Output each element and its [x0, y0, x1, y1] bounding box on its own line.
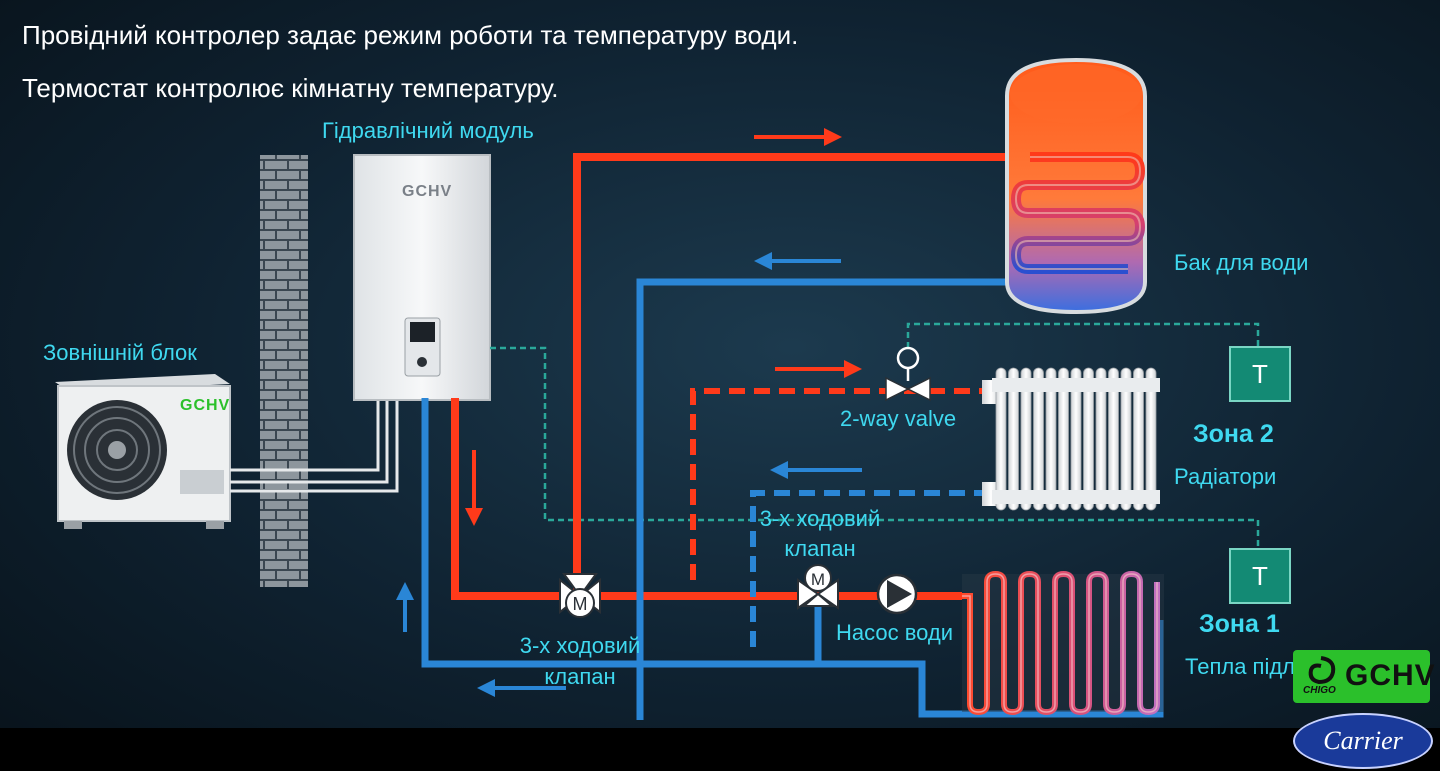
radiator-fin: [1008, 367, 1019, 511]
radiator-fin: [1045, 367, 1057, 511]
thermostat-zone-2: T: [1229, 346, 1291, 402]
three-way-valve-lower-icon: M: [559, 573, 601, 618]
refrigerant-lines: [230, 398, 399, 493]
arrow-left-icon: [754, 252, 841, 270]
flow-arrows: [396, 128, 862, 697]
arrow-down-icon: [465, 450, 483, 526]
radiator-fin: [1033, 367, 1044, 511]
two-way-valve-label: 2-way valve: [840, 406, 957, 431]
bottom-bar: [0, 728, 1440, 771]
radiator-fin: [1070, 367, 1082, 511]
hydraulic-module: [353, 154, 491, 401]
radiator-fin: [1083, 367, 1094, 511]
thermostat-zone-1: T: [1229, 548, 1291, 604]
gchv-logo-text: GCHV: [1345, 659, 1436, 692]
zone-1-title: Зона 1: [1199, 610, 1280, 638]
brick-wall: [260, 155, 308, 587]
three-way-valve-lower-label-line1: 3-х ходовий: [519, 633, 641, 658]
three-way-valve-upper-label-line2: клапан: [784, 536, 856, 561]
water-pump-icon: [876, 573, 918, 615]
heading-line-2: Термостат контролює кімнатну температуру…: [22, 73, 559, 103]
arrow-left-icon: [477, 679, 566, 697]
radiator-fin: [1108, 367, 1119, 511]
three-way-valve-upper-label-line1: 3-х ходовий: [759, 506, 881, 531]
arrow-right-icon: [754, 128, 842, 146]
radiator-fin: [1145, 367, 1157, 511]
arrow-up-icon: [396, 582, 414, 632]
outdoor-unit: [55, 374, 231, 529]
underfloor-coil: [962, 570, 1164, 716]
arrow-left-icon: [770, 461, 862, 479]
carrier-logo: Carrier: [1293, 713, 1433, 769]
svg-text:M: M: [573, 594, 588, 614]
radiator-fin: [995, 367, 1007, 511]
cold-dashed-pipe: [750, 490, 990, 648]
radiator-fin: [1058, 367, 1069, 511]
hydraulic-module-label: Гідравлічний модуль: [322, 118, 534, 143]
chigo-swirl-icon: [1308, 656, 1336, 685]
svg-text:M: M: [811, 570, 825, 589]
control-knob: [417, 357, 427, 367]
control-wiring: [490, 322, 1260, 548]
heading-line-1: Провідний контролер задає режим роботи т…: [22, 20, 799, 50]
water-tank-label: Бак для води: [1174, 250, 1309, 275]
radiator-fin: [1120, 367, 1132, 511]
three-way-valve-upper-icon: M: [797, 564, 839, 610]
arrow-right-icon: [775, 360, 862, 378]
radiator-fin: [1133, 367, 1144, 511]
zone-2-title: Зона 2: [1193, 420, 1274, 448]
outdoor-unit-brand-logo: GCHV: [180, 397, 231, 414]
water-pump-label: Насос води: [836, 620, 954, 645]
outdoor-unit-label: Зовнішній блок: [43, 340, 197, 365]
three-way-valve-lower-label-line2: клапан: [544, 664, 616, 689]
control-display: [410, 322, 435, 342]
radiator-fin: [1095, 367, 1107, 511]
chigo-logo-text: CHIGO: [1303, 685, 1336, 696]
two-way-valve-icon: [885, 346, 931, 402]
radiator: [982, 367, 1160, 511]
gchv-chigo-logo: CHIGO GCHV: [1293, 650, 1435, 703]
zone-2-subtitle: Радіатори: [1174, 464, 1277, 489]
module-brand-logo: GCHV: [402, 183, 453, 200]
water-tank: [1005, 57, 1147, 315]
radiator-fin: [1020, 367, 1032, 511]
